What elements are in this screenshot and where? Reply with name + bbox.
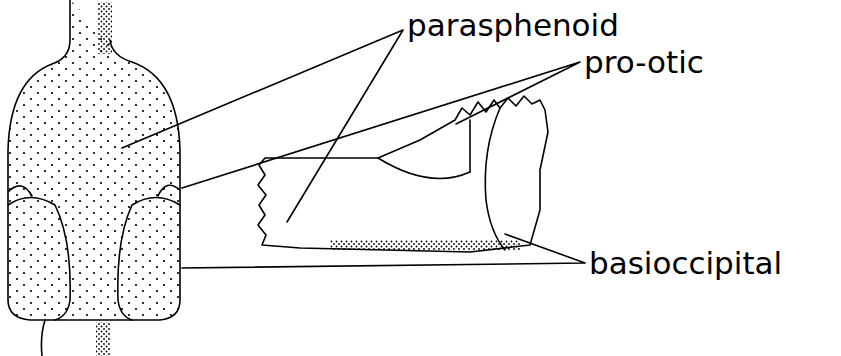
part-name: parasphenoid [405, 8, 621, 42]
part-name: basioccipital [587, 246, 784, 280]
part-name: pro-otic [582, 45, 706, 79]
